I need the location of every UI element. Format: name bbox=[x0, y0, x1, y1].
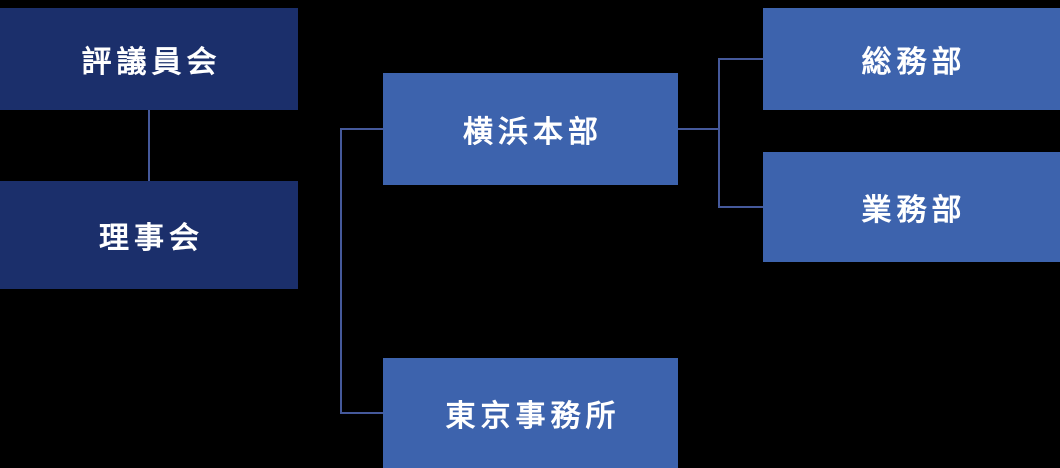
connector-stub-to-somu bbox=[718, 58, 763, 60]
node-council: 評議員会 bbox=[0, 8, 298, 110]
node-operations-dept: 業務部 bbox=[763, 152, 1060, 262]
connector-stub-to-gyomu bbox=[718, 206, 763, 208]
node-general-affairs-dept-label: 総務部 bbox=[861, 46, 967, 79]
connector-stub-from-yokohama bbox=[678, 128, 720, 130]
node-yokohama-headquarters: 横浜本部 bbox=[383, 73, 678, 185]
connector-stub-to-tokyo bbox=[340, 412, 383, 414]
connector-left-bracket-vertical bbox=[340, 128, 342, 414]
node-tokyo-office-label: 東京事務所 bbox=[445, 400, 621, 433]
connector-council-to-board bbox=[148, 110, 150, 181]
node-tokyo-office: 東京事務所 bbox=[383, 358, 678, 468]
node-yokohama-headquarters-label: 横浜本部 bbox=[463, 116, 603, 149]
connector-right-bracket-vertical bbox=[718, 58, 720, 208]
node-council-label: 評議員会 bbox=[81, 46, 222, 79]
node-board-of-directors: 理事会 bbox=[0, 181, 298, 289]
connector-stub-to-yokohama bbox=[340, 128, 383, 130]
node-operations-dept-label: 業務部 bbox=[861, 194, 967, 227]
node-board-of-directors-label: 理事会 bbox=[99, 222, 204, 255]
node-general-affairs-dept: 総務部 bbox=[763, 8, 1060, 110]
